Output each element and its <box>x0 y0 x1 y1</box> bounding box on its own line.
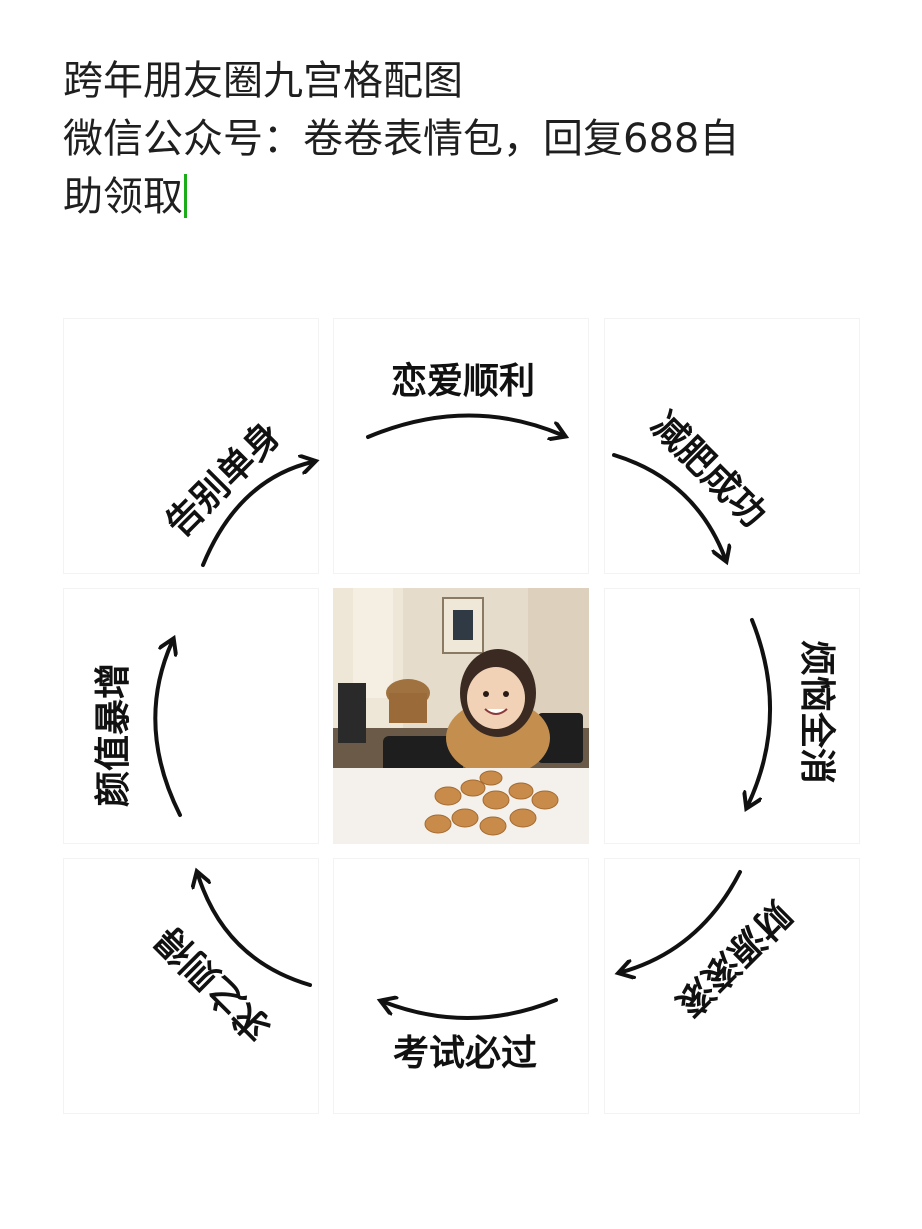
arc-right <box>748 618 773 805</box>
grid-cell-3[interactable] <box>604 318 860 574</box>
caption-line-1: 跨年朋友圈九宫格配图 <box>63 58 463 104</box>
grid-cell-4[interactable] <box>63 588 319 844</box>
grid-cell-5-photo[interactable] <box>333 588 589 844</box>
wish-top: 恋爱顺利 <box>391 360 535 402</box>
post-caption[interactable]: 跨年朋友圈九宫格配图 微信公众号：卷卷表情包，回复688自 助领取 <box>63 52 863 226</box>
caption-line-2: 微信公众号：卷卷表情包，回复688自 <box>63 116 740 162</box>
caption-line-3: 助领取 <box>63 168 863 226</box>
wish-right: 烦恼全消 <box>796 640 838 784</box>
grid-cell-6[interactable] <box>604 588 860 844</box>
grid-cell-1[interactable] <box>63 318 319 574</box>
wish-bottom-left: 求之则得 <box>148 918 279 1049</box>
grid-cell-8[interactable] <box>333 858 589 1114</box>
wish-left: 颜值暴增 <box>93 663 134 807</box>
arc-top-right <box>612 453 725 558</box>
arc-top <box>366 413 562 437</box>
girl-with-cookies-image <box>333 588 589 844</box>
text-cursor <box>184 174 187 218</box>
grid-cell-7[interactable] <box>63 858 319 1114</box>
grid-cell-2[interactable] <box>333 318 589 574</box>
arc-top-left <box>201 462 312 567</box>
arc-bottom-right <box>622 870 742 972</box>
grid-cell-9[interactable] <box>604 858 860 1114</box>
arc-bottom-left <box>198 875 312 987</box>
wish-bottom: 考试必过 <box>393 1033 537 1074</box>
wish-bottom-right: 财源滚滚 <box>668 893 799 1024</box>
arc-bottom <box>384 1000 558 1020</box>
arc-left <box>153 642 182 817</box>
wish-top-right: 减肥成功 <box>643 404 774 535</box>
